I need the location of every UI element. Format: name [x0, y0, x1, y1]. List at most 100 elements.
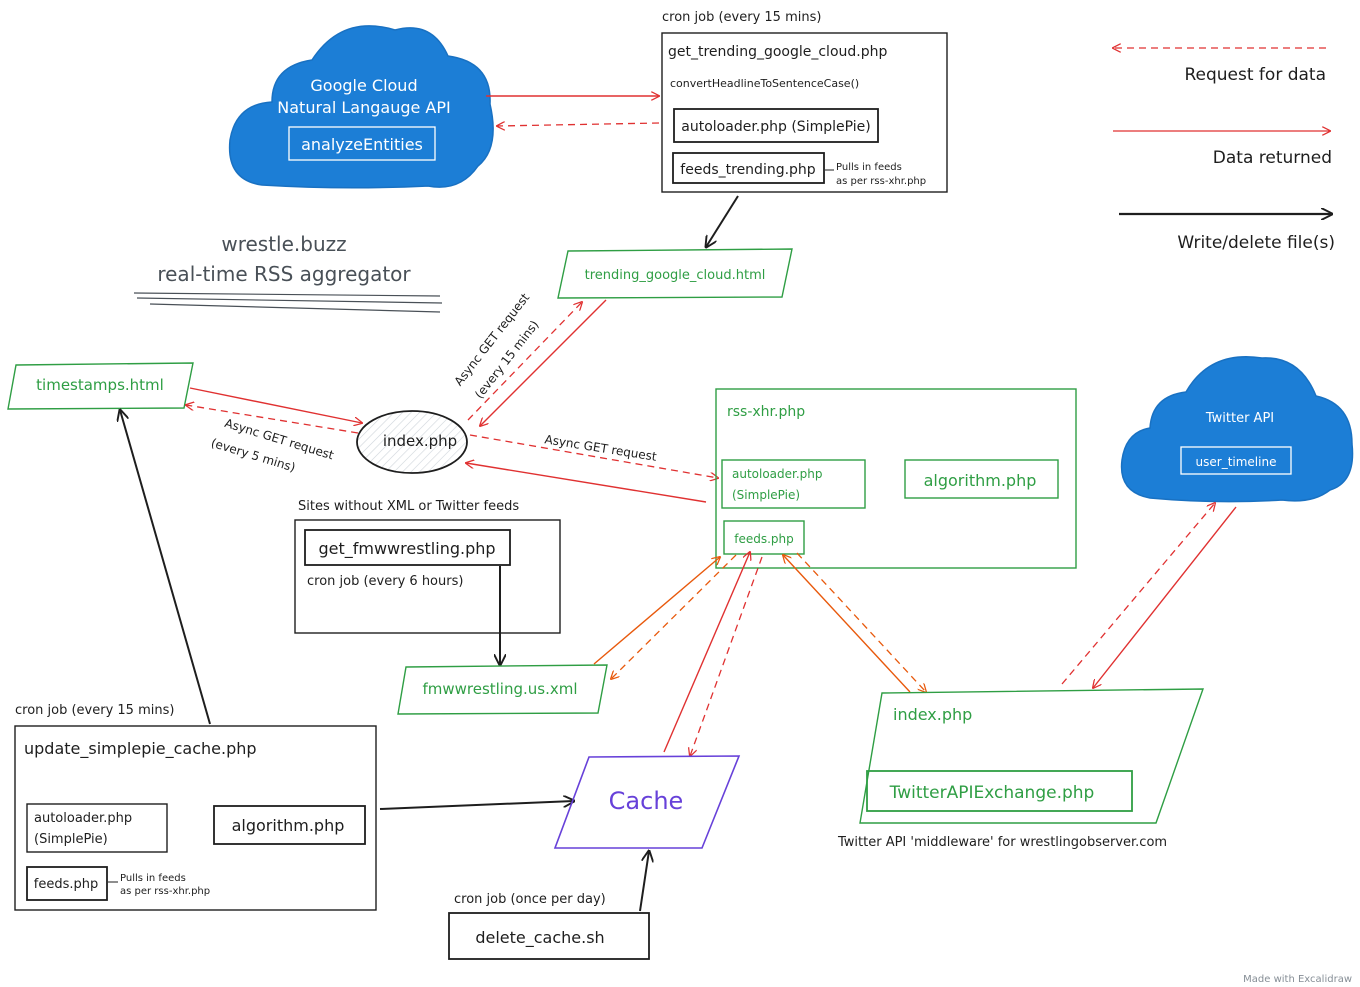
middleware-node: index.php TwitterAPIExchange.php Twitter… — [837, 688, 1204, 850]
google-cloud-name-line2: Natural Langauge API — [277, 98, 450, 117]
exchange-label: TwitterAPIExchange.php — [889, 783, 1095, 803]
title-site: wrestle.buzz — [221, 232, 346, 256]
trending-cron-caption: cron job (every 15 mins) — [662, 10, 821, 25]
timestamps-html-shape — [7, 362, 194, 410]
index-ellipse — [356, 410, 468, 474]
analyze-entities-label: analyzeEntities — [301, 135, 423, 154]
title-subtitle: real-time RSS aggregator — [157, 262, 411, 286]
trending-feeds-box — [672, 152, 825, 184]
update-autoloader-line2: (SimplePie) — [34, 832, 108, 847]
update-note-line2: as per rss-xhr.php — [120, 886, 210, 897]
legend-request-label: Request for data — [1184, 65, 1326, 85]
fmw-job-box — [294, 519, 561, 634]
arrow-index-request-rss — [469, 434, 718, 478]
rss-algorithm-label: algorithm.php — [924, 471, 1037, 490]
google-cloud-shape — [228, 25, 494, 189]
delete-job-box — [448, 912, 650, 960]
arrow-fmw-returns-feeds — [593, 557, 720, 665]
cache-node: Cache — [553, 755, 741, 849]
exchange-box — [866, 770, 1133, 812]
trending-autoloader-label: autoloader.php (SimplePie) — [681, 119, 870, 135]
fmw-script-box — [304, 529, 511, 566]
twitter-api-label: Twitter API — [1205, 411, 1274, 426]
delete-job-caption: cron job (once per day) — [454, 892, 606, 907]
rss-autoloader-line1: autoloader.php — [732, 467, 823, 481]
timestamps-html-node: timestamps.html — [7, 362, 194, 410]
arrow-middleware-returns-feeds — [783, 555, 911, 693]
cache-label: Cache — [609, 787, 684, 815]
arrow-trending-writes-html — [706, 195, 739, 247]
rss-xhr-node: rss-xhr.php autoloader.php (SimplePie) a… — [715, 388, 1077, 569]
rss-feeds-box — [723, 520, 805, 555]
update-job-box — [14, 725, 377, 911]
label-rss-request: Async GET request — [544, 432, 658, 464]
trending-html-node: trending_google_cloud.html — [557, 248, 793, 299]
arrow-delete-clears-cache — [639, 851, 649, 912]
fmw-caption: Sites without XML or Twitter feeds — [298, 499, 519, 514]
update-job-caption: cron job (every 15 mins) — [15, 703, 174, 718]
update-algorithm-box — [213, 805, 366, 845]
arrow-rss-returns-index — [466, 463, 707, 503]
arrow-trending-returns-index — [480, 299, 607, 426]
rss-xhr-label: rss-xhr.php — [727, 404, 805, 420]
trending-note-line1: Pulls in feeds — [836, 162, 902, 173]
delete-cache-job: cron job (once per day) delete_cache.sh — [448, 892, 650, 960]
user-timeline-box — [1180, 446, 1292, 475]
fmw-xml-label: fmwwrestling.us.xml — [422, 680, 577, 698]
update-autoloader-line1: autoloader.php — [34, 811, 132, 826]
trending-autoloader-box — [673, 108, 879, 143]
rss-feeds-label: feeds.php — [734, 532, 794, 546]
trending-html-shape — [557, 248, 793, 299]
google-cloud-name-line1: Google Cloud — [310, 76, 417, 95]
update-feeds-label: feeds.php — [34, 877, 98, 892]
arrow-feeds-request-fmw — [611, 554, 737, 679]
rss-autoloader-box — [721, 459, 866, 509]
cache-shape — [553, 755, 741, 849]
rss-autoloader-line2: (SimplePie) — [732, 488, 800, 502]
arrow-feeds-request-middleware — [796, 552, 926, 692]
arrow-update-writes-cache — [379, 801, 574, 810]
update-note-line1: Pulls in feeds — [120, 873, 186, 884]
fmw-xml-node: fmwwrestling.us.xml — [397, 664, 608, 715]
twitter-api-node: Twitter API user_timeline — [1120, 356, 1354, 503]
user-timeline-label: user_timeline — [1196, 455, 1277, 469]
middleware-label: index.php — [893, 705, 972, 724]
title-underline — [133, 292, 443, 313]
update-job-script: update_simplepie_cache.php — [24, 739, 257, 759]
trending-script-name: get_trending_google_cloud.php — [668, 44, 887, 60]
rss-xhr-box — [715, 388, 1077, 569]
update-feeds-box — [26, 866, 108, 901]
middleware-caption: Twitter API 'middleware' for wrestlingob… — [837, 835, 1167, 850]
arrow-trending-to-google-request — [497, 123, 660, 126]
arrow-index-request-trending — [467, 302, 582, 421]
legend: Request for data Data returned Write/del… — [1113, 48, 1335, 253]
arrow-index-request-timestamps — [186, 405, 359, 434]
fmw-xml-shape — [397, 664, 608, 715]
legend-write-label: Write/delete file(s) — [1177, 233, 1335, 253]
arrow-twitter-returns-middleware — [1093, 506, 1237, 688]
arrow-cache-returns-feeds — [663, 552, 750, 753]
google-cloud-node: Google Cloud Natural Langauge API analyz… — [228, 25, 494, 189]
trending-feeds-label: feeds_trending.php — [680, 162, 816, 178]
trending-job-box — [661, 32, 948, 193]
fmw-cron-job: Sites without XML or Twitter feeds get_f… — [294, 499, 561, 634]
twitter-cloud-shape — [1120, 356, 1354, 503]
footer-credit: Made with Excalidraw — [1243, 974, 1352, 985]
trending-cron-job: cron job (every 15 mins) get_trending_go… — [661, 10, 948, 193]
arrow-middleware-request-twitter — [1061, 503, 1215, 685]
fmw-schedule-label: cron job (every 6 hours) — [307, 574, 463, 589]
arrow-update-writes-timestamps — [120, 410, 211, 725]
update-cache-job: cron job (every 15 mins) update_simplepi… — [14, 703, 377, 911]
fmw-script-label: get_fmwwrestling.php — [318, 539, 495, 559]
delete-job-label: delete_cache.sh — [475, 928, 604, 948]
legend-returned-label: Data returned — [1213, 148, 1332, 168]
title-block: wrestle.buzz real-time RSS aggregator — [133, 232, 443, 313]
arrow-timestamps-returns-index — [189, 387, 362, 423]
update-algorithm-label: algorithm.php — [232, 816, 345, 835]
analyze-entities-box — [288, 126, 436, 161]
trending-function-name: convertHeadlineToSentenceCase() — [670, 77, 859, 90]
update-autoloader-box — [26, 803, 168, 853]
arrow-feeds-request-cache — [690, 556, 763, 756]
timestamps-html-label: timestamps.html — [36, 376, 164, 394]
